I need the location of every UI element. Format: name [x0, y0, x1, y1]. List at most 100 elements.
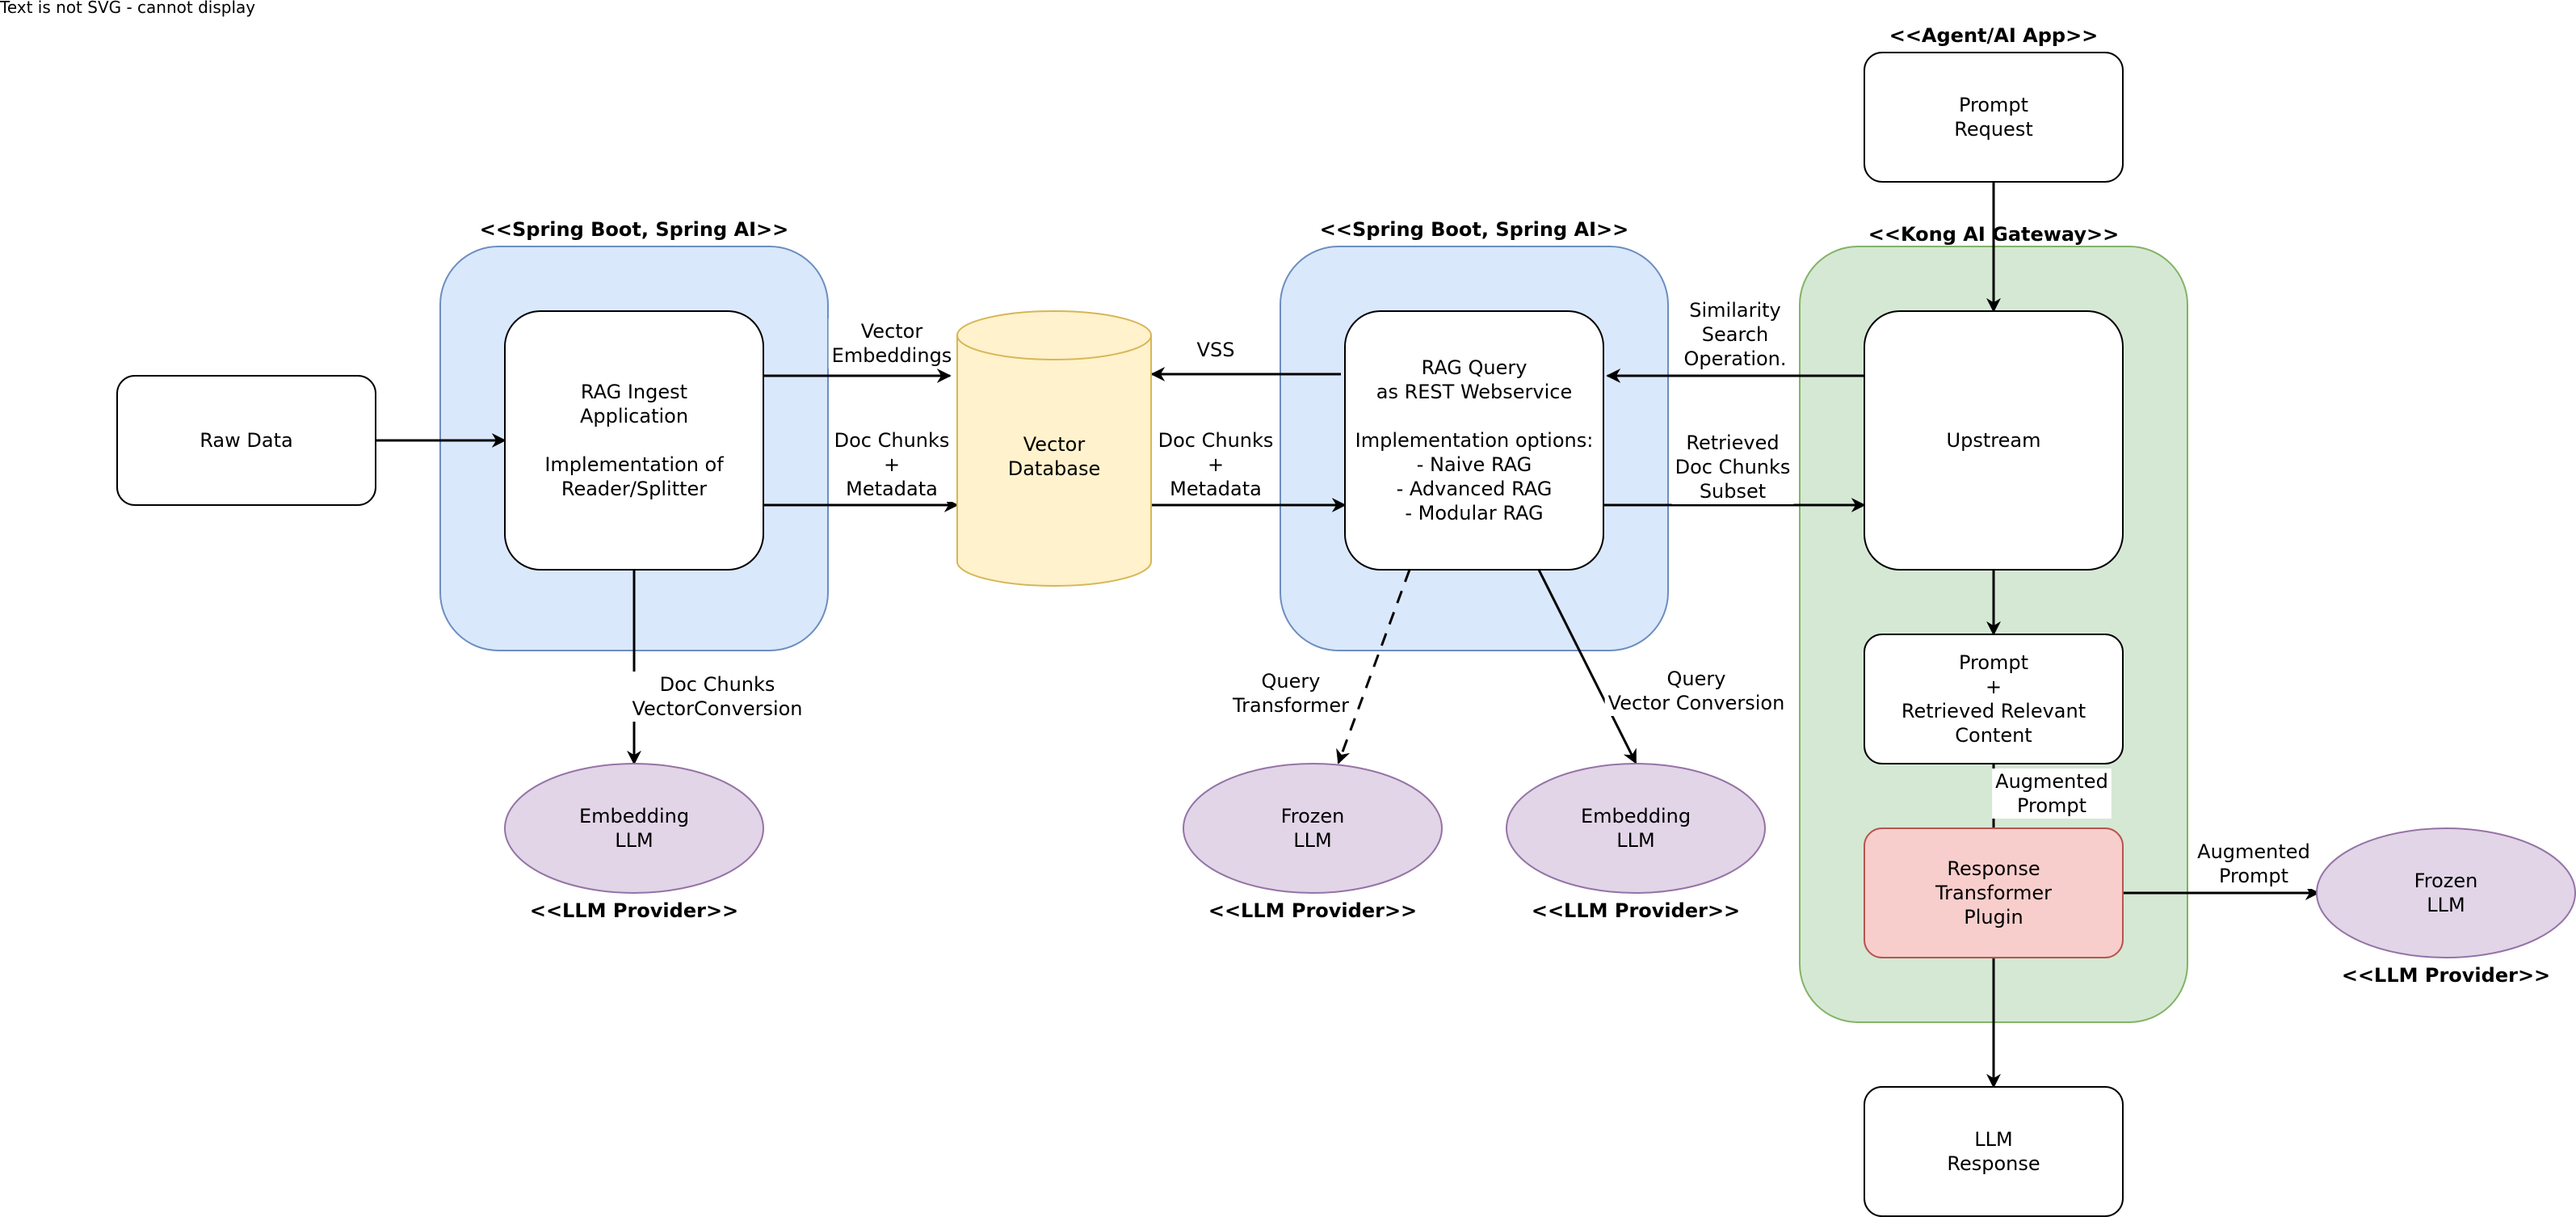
label-line: Metadata	[846, 478, 938, 500]
label-line	[631, 429, 637, 452]
label-line: Application	[580, 405, 688, 427]
label-line: Embeddings	[832, 344, 952, 367]
label-line: Vector	[1023, 433, 1086, 456]
label-background	[1671, 430, 1794, 504]
label-line: Content	[1955, 724, 2032, 747]
label-line: VectorConversion	[632, 697, 802, 720]
label-background	[830, 427, 953, 502]
edge-query-vector-conversion	[1537, 569, 1637, 764]
label-line: Operation.	[1683, 347, 1786, 370]
raw-data-box: Raw Data	[116, 375, 376, 506]
label-line: Reader/Splitter	[561, 478, 707, 500]
label-line: LLM	[1974, 1128, 2012, 1151]
label-line: Request	[1954, 118, 2033, 141]
label-line: Augmented	[1995, 770, 2108, 793]
label-line: Doc Chunks	[1158, 429, 1274, 452]
label-line	[1471, 405, 1477, 427]
label-line: Subset	[1700, 480, 1766, 503]
label-line: Frozen	[1281, 805, 1345, 827]
label-line: Frozen	[2414, 870, 2478, 892]
label-line: Transformer	[1232, 694, 1349, 717]
label-line: Retrieved	[1686, 432, 1779, 454]
label-background	[1992, 769, 2112, 819]
label-line: +	[884, 453, 900, 476]
label-line: - Naive RAG	[1417, 453, 1532, 476]
label-line: Metadata	[1170, 478, 1262, 500]
query-stereotype: <<Spring Boot, Spring AI>>	[1320, 218, 1628, 241]
label-line: Vector Conversion	[1608, 692, 1785, 714]
top-notice: Text is not SVG - cannot display	[0, 0, 255, 17]
label-line: Upstream	[1947, 429, 2041, 452]
label-background	[2194, 839, 2313, 889]
label-line: LLM	[1293, 829, 1331, 852]
label-line: Implementation of	[544, 453, 724, 476]
label-line: Embedding	[1581, 805, 1691, 827]
label-background	[628, 672, 806, 722]
label-line: Response	[1947, 1152, 2040, 1175]
label-line: Database	[1008, 457, 1101, 480]
label-line: Prompt	[1959, 94, 2028, 116]
label-line: +	[1986, 676, 2002, 698]
llm-provider-label: <<LLM Provider>>	[530, 899, 738, 922]
label-line: Augmented	[2197, 840, 2310, 863]
agent-stereotype: <<Agent/AI App>>	[1889, 24, 2099, 47]
label-background	[828, 318, 956, 368]
label-line: Transformer	[1935, 882, 2052, 904]
label-vss: VSS	[1193, 337, 1238, 363]
label-line: +	[1208, 453, 1224, 476]
label-line: Doc Chunks	[1675, 456, 1791, 478]
label-line: Similarity	[1689, 299, 1780, 322]
label-line: Doc Chunks	[660, 673, 775, 696]
llm-provider-label: <<LLM Provider>>	[1208, 899, 1417, 922]
label-line: RAG Query	[1422, 356, 1528, 379]
label-background	[1193, 337, 1238, 363]
label-line: Vector	[861, 320, 923, 343]
label-line: Query	[1262, 670, 1321, 693]
svg-text:Raw Data: Raw Data	[200, 429, 292, 452]
label-line: RAG Ingest	[581, 381, 687, 403]
label-line: Prompt	[1959, 651, 2028, 674]
label-line: - Modular RAG	[1405, 502, 1543, 524]
label-background	[1228, 668, 1353, 718]
upstream-box: Upstream	[1864, 310, 2124, 571]
edge-query-transformer	[1336, 569, 1411, 764]
label-line: LLM	[2427, 894, 2465, 916]
label-line: - Advanced RAG	[1397, 478, 1553, 500]
svg-text:Upstream: Upstream	[1947, 429, 2041, 452]
svg-text:VSS: VSS	[1197, 339, 1235, 361]
label-line: Query	[1667, 667, 1726, 690]
label-line: Search	[1702, 323, 1768, 346]
label-line: Prompt	[2017, 794, 2086, 817]
label-background	[1604, 666, 1788, 716]
